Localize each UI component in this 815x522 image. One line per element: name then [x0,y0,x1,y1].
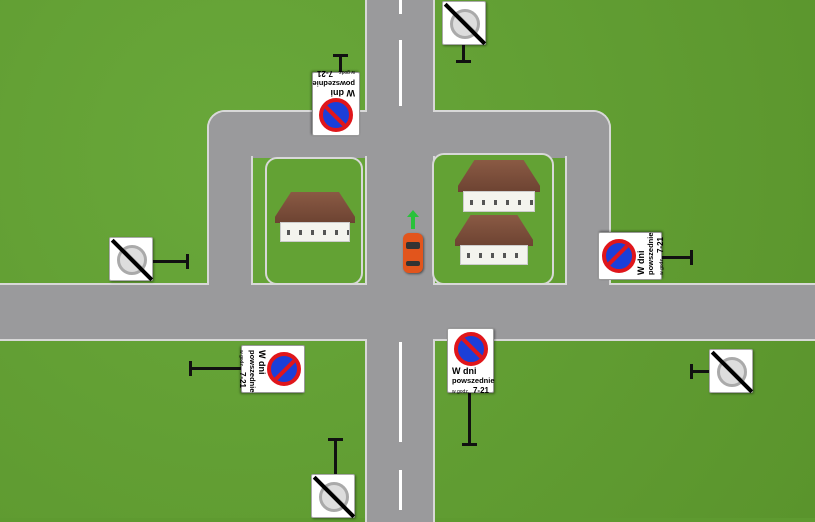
sign-post [152,260,188,263]
sign-post [662,256,692,259]
sign-post [692,370,710,373]
road-top-fill [209,112,609,156]
sign-post [462,44,465,62]
no-parking-sign: W dni powszednie w godz.7-21 [312,69,360,136]
sign-post [462,443,477,446]
sign-post [328,438,343,441]
no-parking-icon [319,98,353,132]
sign-post [468,392,471,444]
lane-marking [399,342,402,442]
house [275,192,355,242]
sign-post [456,60,471,63]
road-center-fill-h [209,285,609,339]
no-parking-sign: W dni powszednie w godz.7-21 [598,232,665,280]
sign-post [190,367,242,370]
lane-marking [399,470,402,510]
no-parking-sign: W dni powszednie w godz.7-21 [447,328,495,395]
lane-marking [399,0,402,14]
house [458,160,540,212]
sign-post [690,364,693,379]
sign-post [339,56,342,72]
no-parking-icon [267,352,301,386]
sign-post [189,361,192,376]
lane-marking [399,40,402,106]
sign-post [186,254,189,269]
house [455,215,533,265]
no-parking-icon [453,332,488,366]
sign-post [334,440,337,474]
no-parking-sign: W dni powszednie w godz.7-21 [238,345,305,393]
end-of-restriction-sign [709,349,754,394]
end-of-restriction-sign [109,237,154,282]
sign-post [690,250,693,265]
car [403,233,423,273]
end-of-restriction-sign [442,1,487,46]
road-left-fill [209,112,251,292]
no-parking-icon [602,239,636,273]
sign-post [333,54,348,57]
end-of-restriction-sign [311,474,356,519]
direction-arrow-icon [407,210,419,230]
